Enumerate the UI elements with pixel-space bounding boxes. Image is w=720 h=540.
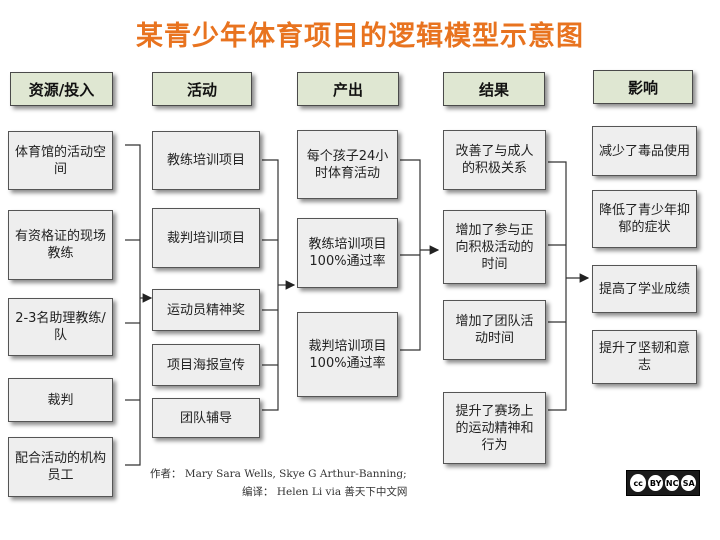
activity-item: 团队辅导	[152, 398, 260, 438]
activity-item: 裁判培训项目	[152, 208, 260, 268]
outcome-item: 增加了团队活动时间	[443, 300, 546, 360]
header-outputs: 产出	[297, 72, 399, 106]
activity-item: 运动员精神奖	[152, 289, 260, 331]
header-inputs: 资源/投入	[10, 72, 113, 106]
diagram-title: 某青少年体育项目的逻辑模型示意图	[136, 21, 584, 52]
cc-by-icon: BY	[648, 475, 663, 491]
outcome-item: 改善了与成人的积极关系	[443, 130, 546, 190]
cc-license-badge: cc BY NC SA	[626, 470, 700, 496]
header-impact: 影响	[593, 70, 693, 104]
impact-item: 提升了坚韧和意志	[592, 330, 697, 384]
cc-nc-icon: NC	[664, 475, 680, 491]
activity-item: 项目海报宣传	[152, 344, 260, 386]
output-item: 每个孩子24小时体育活动	[297, 130, 398, 199]
input-item: 有资格证的现场教练	[8, 210, 113, 280]
input-item: 裁判	[8, 378, 113, 422]
input-item: 体育馆的活动空间	[8, 131, 113, 190]
cc-sa-icon: SA	[681, 475, 696, 491]
header-activities: 活动	[152, 72, 252, 106]
impact-item: 提高了学业成绩	[592, 265, 697, 313]
output-item: 教练培训项目100%通过率	[297, 218, 398, 288]
credits-translator: 编译： Helen Li via 善天下中文网	[242, 486, 408, 498]
outcome-item: 提升了赛场上的运动精神和行为	[443, 392, 546, 464]
header-outcomes: 结果	[443, 72, 545, 106]
activity-item: 教练培训项目	[152, 131, 260, 190]
cc-icon: cc	[630, 474, 647, 492]
outcome-item: 增加了参与正向积极活动的时间	[443, 210, 546, 284]
input-item: 配合活动的机构员工	[8, 437, 113, 497]
output-item: 裁判培训项目100%通过率	[297, 312, 398, 397]
input-item: 2-3名助理教练/队	[8, 298, 113, 356]
impact-item: 降低了青少年抑郁的症状	[592, 190, 697, 248]
impact-item: 减少了毒品使用	[592, 126, 697, 176]
credits-authors: 作者： Mary Sara Wells, Skye G Arthur-Banni…	[150, 468, 407, 480]
